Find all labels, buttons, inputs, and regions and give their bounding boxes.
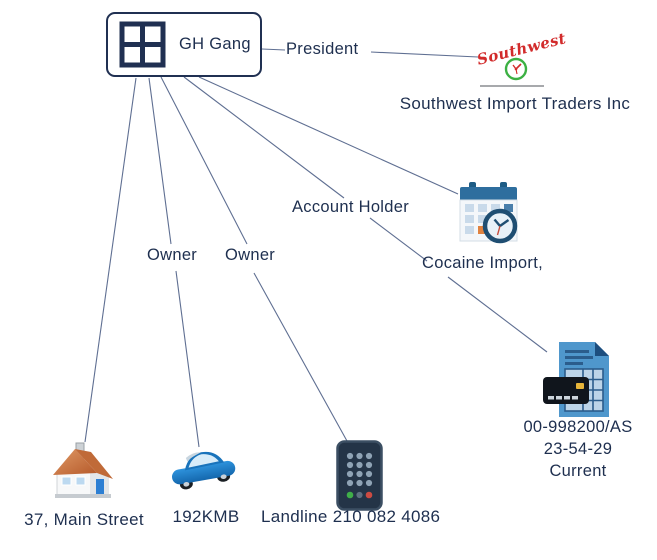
organization-grid-icon [119, 21, 166, 68]
link-line-owner-phone[interactable] [160, 76, 348, 442]
entity-label-vehicle[interactable]: 192KMB [172, 507, 240, 526]
southwest-logo-clock-icon [504, 57, 528, 81]
entity-label-phone[interactable]: Landline 210 082 4086 [261, 507, 441, 526]
link-label-owner-phone[interactable]: Owner [225, 246, 276, 264]
link-line-gang-address[interactable] [84, 77, 137, 443]
southwest-logo[interactable]: Southwest [475, 29, 568, 88]
link-line-gang-event[interactable] [198, 76, 459, 195]
link-label-owner-vehicle[interactable]: Owner [147, 246, 198, 264]
entity-label-event[interactable]: Cocaine Import, [422, 254, 543, 272]
link-line-president[interactable] [261, 48, 479, 58]
link-label-president[interactable]: President [286, 40, 359, 58]
car-icon[interactable] [168, 443, 240, 495]
calendar-clock-icon[interactable] [459, 182, 518, 245]
document-card-icon[interactable] [543, 341, 611, 419]
account-number: 00-998200/AS [523, 418, 633, 436]
link-label-account-holder[interactable]: Account Holder [292, 198, 410, 216]
account-sort-code: 23-54-29 [543, 440, 613, 458]
entity-label-gang[interactable]: GH Gang [179, 35, 251, 53]
entity-label-account[interactable]: 00-998200/AS 23-54-29 Current [497, 416, 657, 482]
account-type: Current [549, 462, 607, 480]
link-line-account-holder[interactable] [183, 76, 548, 353]
entity-node-gang[interactable]: GH Gang [106, 12, 262, 77]
phone-icon[interactable] [336, 440, 383, 511]
entity-label-company[interactable]: Southwest Import Traders Inc [399, 94, 631, 113]
logo-underline [480, 85, 544, 87]
entity-label-address[interactable]: 37, Main Street [24, 510, 144, 529]
link-line-owner-vehicle[interactable] [148, 77, 200, 448]
house-icon[interactable] [51, 439, 115, 501]
